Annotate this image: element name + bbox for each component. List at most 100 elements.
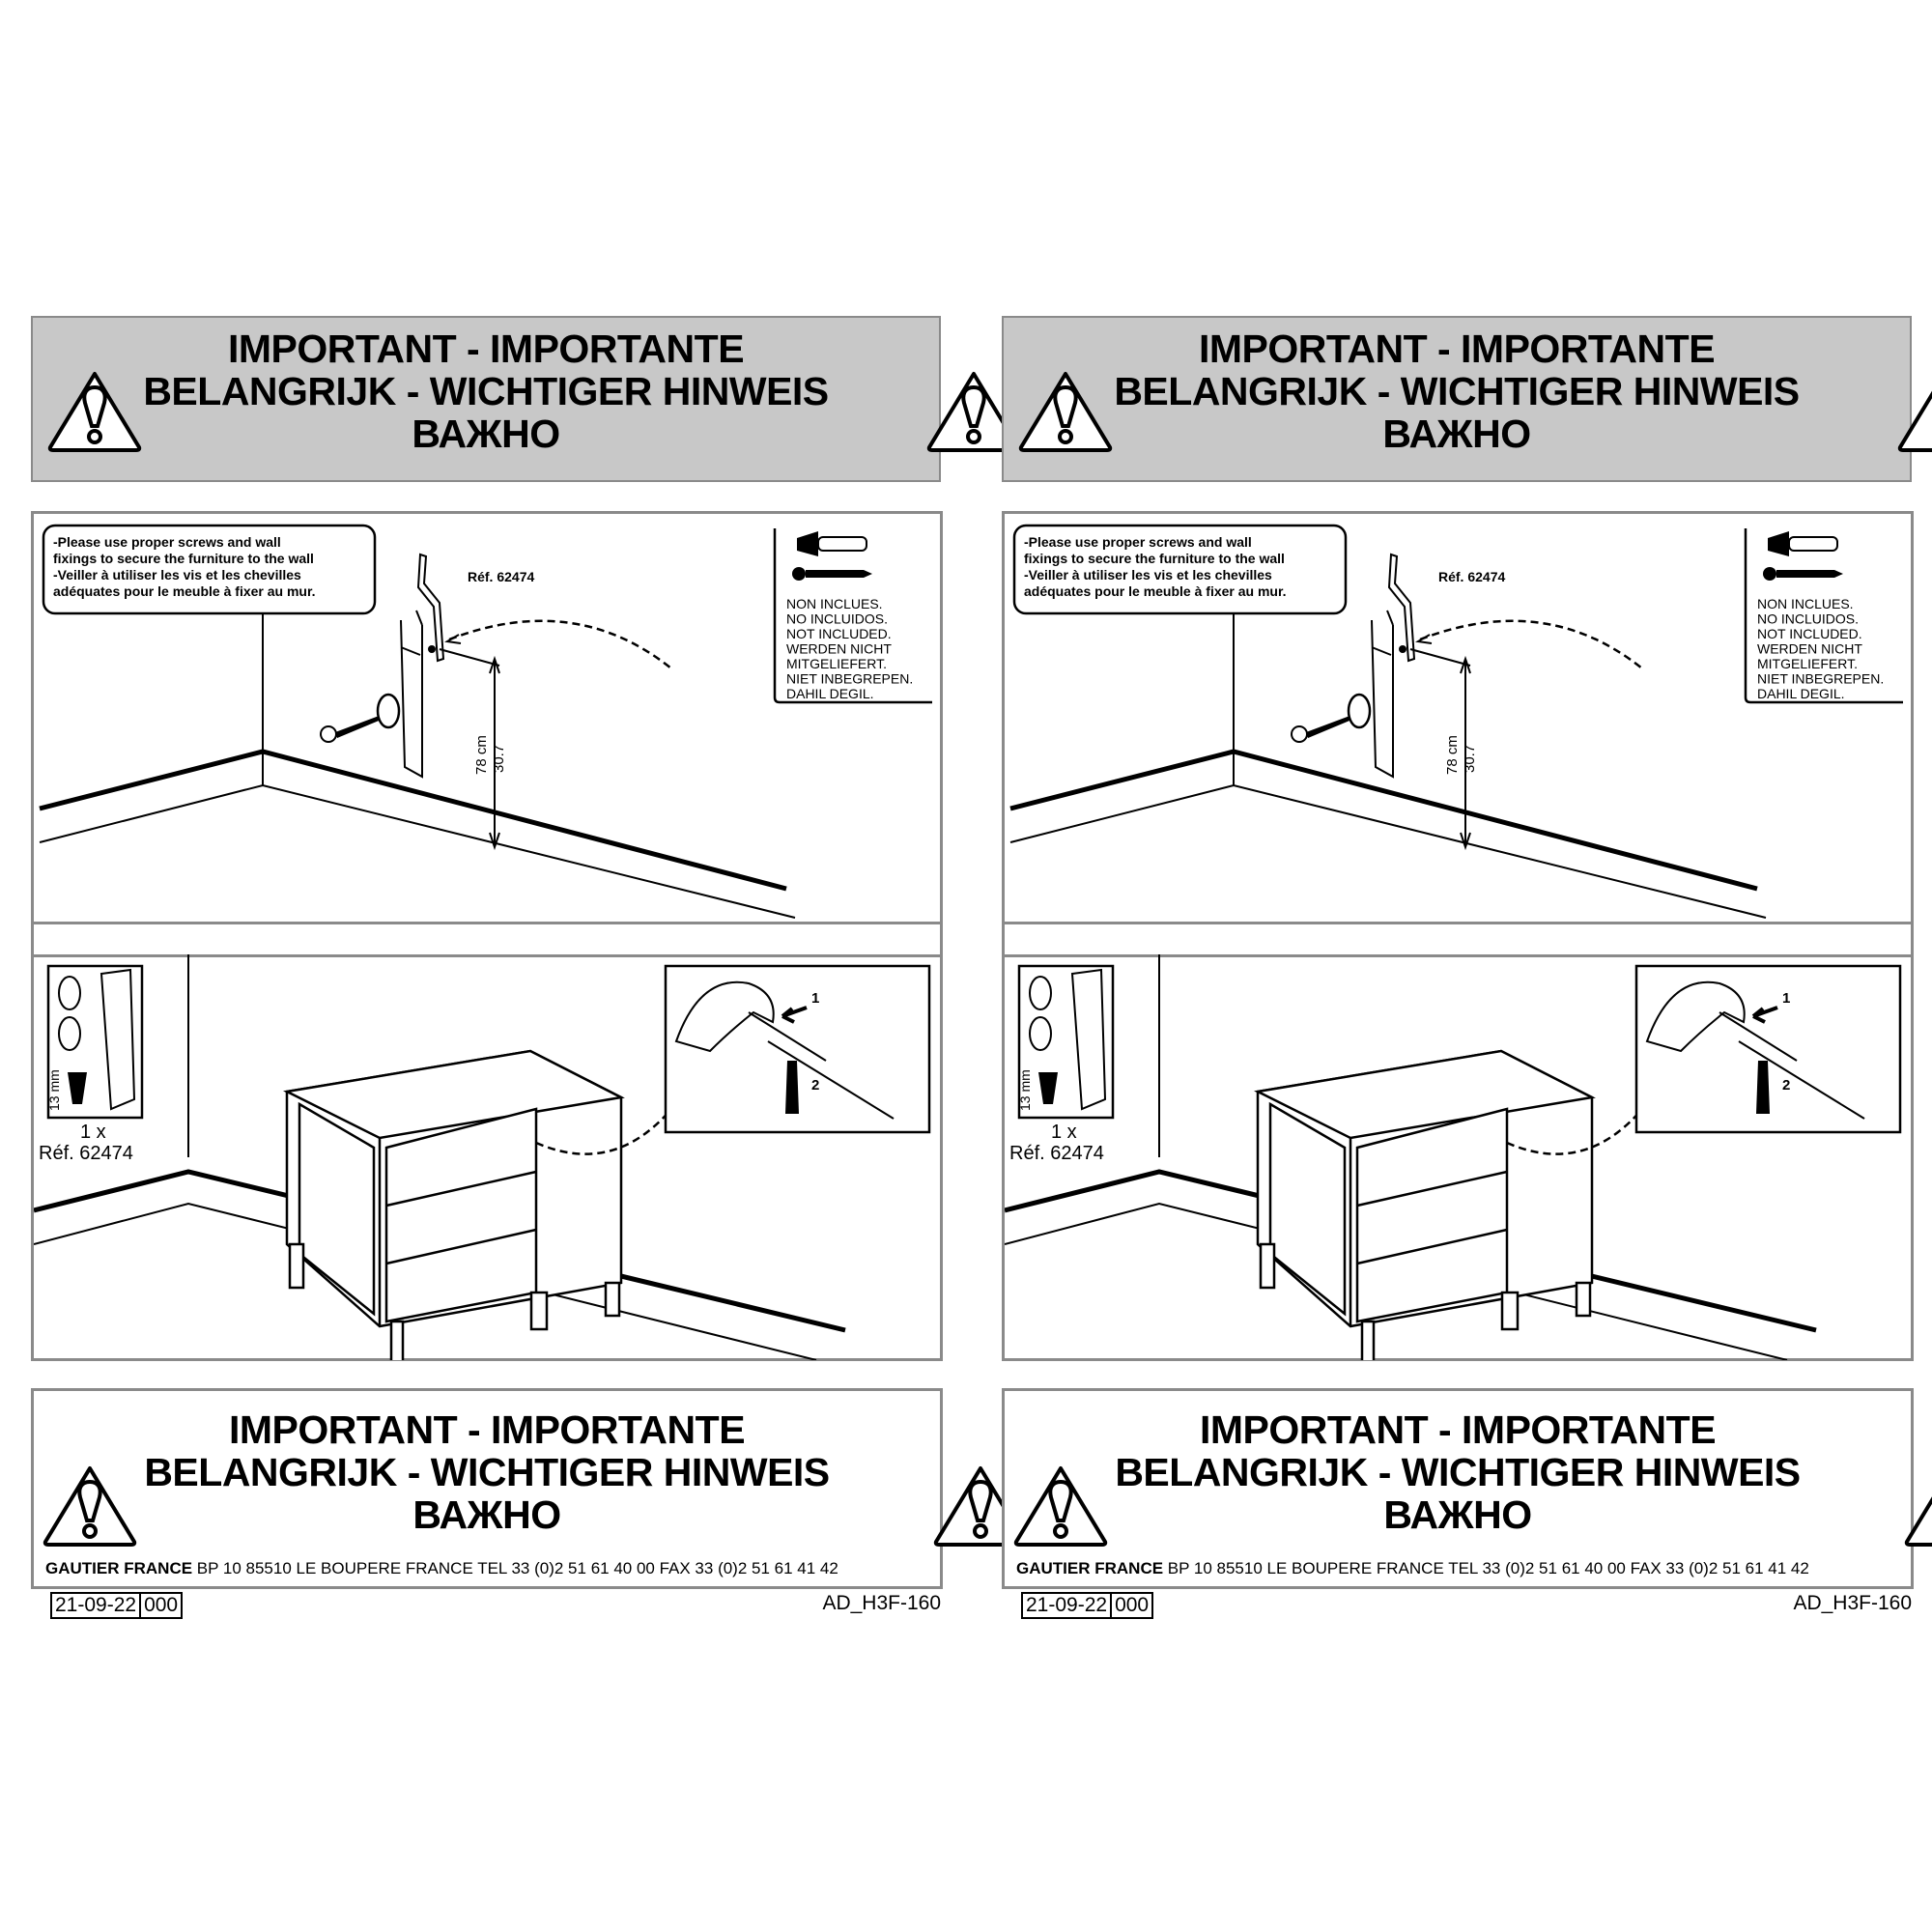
bracket-ref: Réf. 62474 [1438, 569, 1505, 584]
sideboard-illustration [1254, 1049, 1596, 1360]
document-code: AD_H3F-160 [1793, 1592, 1912, 1614]
date: 21-09-22 [1026, 1594, 1108, 1616]
washer-icon [1347, 693, 1372, 729]
company-address: GAUTIER FRANCE BP 10 85510 LE BOUPERE FR… [45, 1559, 838, 1578]
important-header: IMPORTANT - IMPORTANTE BELANGRIJK - WICH… [1002, 316, 1932, 482]
important-footer: IMPORTANT - IMPORTANTE BELANGRIJK - WICH… [31, 1388, 1028, 1589]
instruction-page: IMPORTANT - IMPORTANTE BELANGRIJK - WICH… [31, 0, 1028, 1932]
not-included-line: NIET INBEGREPEN. [1757, 671, 1884, 687]
screwdriver-icon [1756, 1061, 1770, 1114]
screw-icon [1291, 715, 1354, 743]
not-included-line: NIET INBEGREPEN. [786, 671, 913, 687]
bracket-quantity: 1 x [80, 1122, 106, 1143]
warning-icon [1013, 1466, 1108, 1547]
revision: 000 [139, 1594, 181, 1617]
header-title-line2: BELANGRIJK - WICHTIGER HINWEIS [143, 369, 829, 413]
height-inch: 30.7 [491, 745, 507, 773]
company-name: GAUTIER FRANCE [1016, 1559, 1164, 1577]
screw-length: 13 mm [46, 1069, 62, 1111]
address-text: BP 10 85510 LE BOUPERE FRANCE TEL 33 (0)… [1167, 1559, 1809, 1577]
height-inch: 30.7 [1462, 745, 1478, 773]
bracket-ref-label: Réf. 62474 [1009, 1143, 1104, 1164]
screwdriver-icon [785, 1061, 799, 1114]
wall-mounting-step: -Please use proper screws and wallfixing… [1009, 524, 1903, 919]
not-included-line: MITGELIEFERT. [1757, 656, 1858, 671]
callout-line: fixings to secure the furniture to the w… [53, 551, 314, 566]
instruction-page: IMPORTANT - IMPORTANTE BELANGRIJK - WICH… [1002, 0, 1932, 1932]
callout-line: -Please use proper screws and wall [53, 534, 281, 550]
revision: 000 [1110, 1594, 1151, 1617]
not-included-line: NOT INCLUDED. [1757, 626, 1862, 641]
footer-title-line1: IMPORTANT - IMPORTANTE [1199, 1407, 1717, 1452]
washer-icon [376, 693, 401, 729]
warning-icon [47, 372, 142, 452]
warning-icon [1897, 390, 1932, 452]
bracket-quantity: 1 x [1051, 1122, 1077, 1143]
arrow-label-2: 2 [1782, 1077, 1790, 1094]
wall-plug-icon [797, 531, 867, 556]
callout-line: -Veiller à utiliser les vis et les chevi… [1024, 567, 1272, 582]
document-code: AD_H3F-160 [822, 1592, 941, 1614]
arrow-label-1: 1 [811, 990, 819, 1007]
not-included-line: NO INCLUIDOS. [1757, 611, 1859, 627]
hand-icon [674, 980, 775, 1053]
not-included-line: MITGELIEFERT. [786, 656, 887, 671]
bracket-ref: Réf. 62474 [468, 569, 534, 584]
wood-screw-icon [792, 567, 872, 581]
bracket-part-icon [1070, 968, 1107, 1111]
not-included-line: NOT INCLUDED. [786, 626, 892, 641]
height-cm: 78 cm [473, 735, 490, 775]
header-title-line1: IMPORTANT - IMPORTANTE [227, 327, 745, 371]
footer-title-line2: BELANGRIJK - WICHTIGER HINWEIS [144, 1450, 830, 1494]
sideboard-illustration [283, 1049, 625, 1360]
arrow-label-1: 1 [1782, 990, 1790, 1007]
address-text: BP 10 85510 LE BOUPERE FRANCE TEL 33 (0)… [196, 1559, 838, 1577]
callout-line: -Please use proper screws and wall [1024, 534, 1252, 550]
header-title-line2: BELANGRIJK - WICHTIGER HINWEIS [1114, 369, 1800, 413]
footer-title-line1: IMPORTANT - IMPORTANTE [228, 1407, 746, 1452]
header-title-line3: ВАЖНО [1382, 412, 1531, 456]
header-title-line1: IMPORTANT - IMPORTANTE [1198, 327, 1716, 371]
wall-bracket-icon [1387, 553, 1416, 663]
panel-edge [1371, 610, 1394, 779]
callout-box [1012, 524, 1348, 615]
not-included-line: NO INCLUIDOS. [786, 611, 888, 627]
not-included-line: NON INCLUES. [786, 596, 883, 611]
not-included-line: WERDEN NICHT [786, 641, 892, 657]
warning-icon [1018, 372, 1113, 452]
callout-box [42, 524, 377, 615]
furniture-fixing-step: 13 mm 1 x Réf. 62474 [34, 954, 931, 1360]
header-title-line3: ВАЖНО [412, 412, 560, 456]
not-included-line: DAHIL DEGIL. [786, 686, 874, 701]
bracket-ref-label: Réf. 62474 [39, 1143, 133, 1164]
callout-line: adéquates pour le meuble à fixer au mur. [1024, 583, 1287, 599]
company-name: GAUTIER FRANCE [45, 1559, 193, 1577]
furniture-fixing-step: 13 mm 1 x Réf. 62474 [1005, 954, 1902, 1360]
not-included-line: WERDEN NICHT [1757, 641, 1862, 657]
wood-screw-icon [1763, 567, 1843, 581]
warning-icon [43, 1466, 137, 1547]
company-address: GAUTIER FRANCE BP 10 85510 LE BOUPERE FR… [1016, 1559, 1809, 1578]
height-cm: 78 cm [1444, 735, 1461, 775]
hand-icon [1645, 980, 1746, 1053]
bracket-part-icon [99, 968, 136, 1111]
callout-line: adéquates pour le meuble à fixer au mur. [53, 583, 316, 599]
panel-edge [400, 610, 423, 779]
screw-length: 13 mm [1017, 1069, 1033, 1111]
step-separator [34, 922, 940, 957]
important-footer: IMPORTANT - IMPORTANTE BELANGRIJK - WICH… [1002, 1388, 1932, 1589]
step-separator [1005, 922, 1911, 957]
wall-mounting-step: -Please use proper screws and wallfixing… [39, 524, 932, 919]
callout-line: -Veiller à utiliser les vis et les chevi… [53, 567, 301, 582]
footer-title-line2: BELANGRIJK - WICHTIGER HINWEIS [1115, 1450, 1801, 1494]
warning-icon [1904, 1496, 1932, 1547]
arrow-label-2: 2 [811, 1077, 819, 1094]
important-header: IMPORTANT - IMPORTANTE BELANGRIJK - WICH… [31, 316, 1021, 482]
screw-icon [320, 715, 384, 743]
date: 21-09-22 [55, 1594, 137, 1616]
footer-title-line3: ВАЖНО [1383, 1492, 1532, 1537]
